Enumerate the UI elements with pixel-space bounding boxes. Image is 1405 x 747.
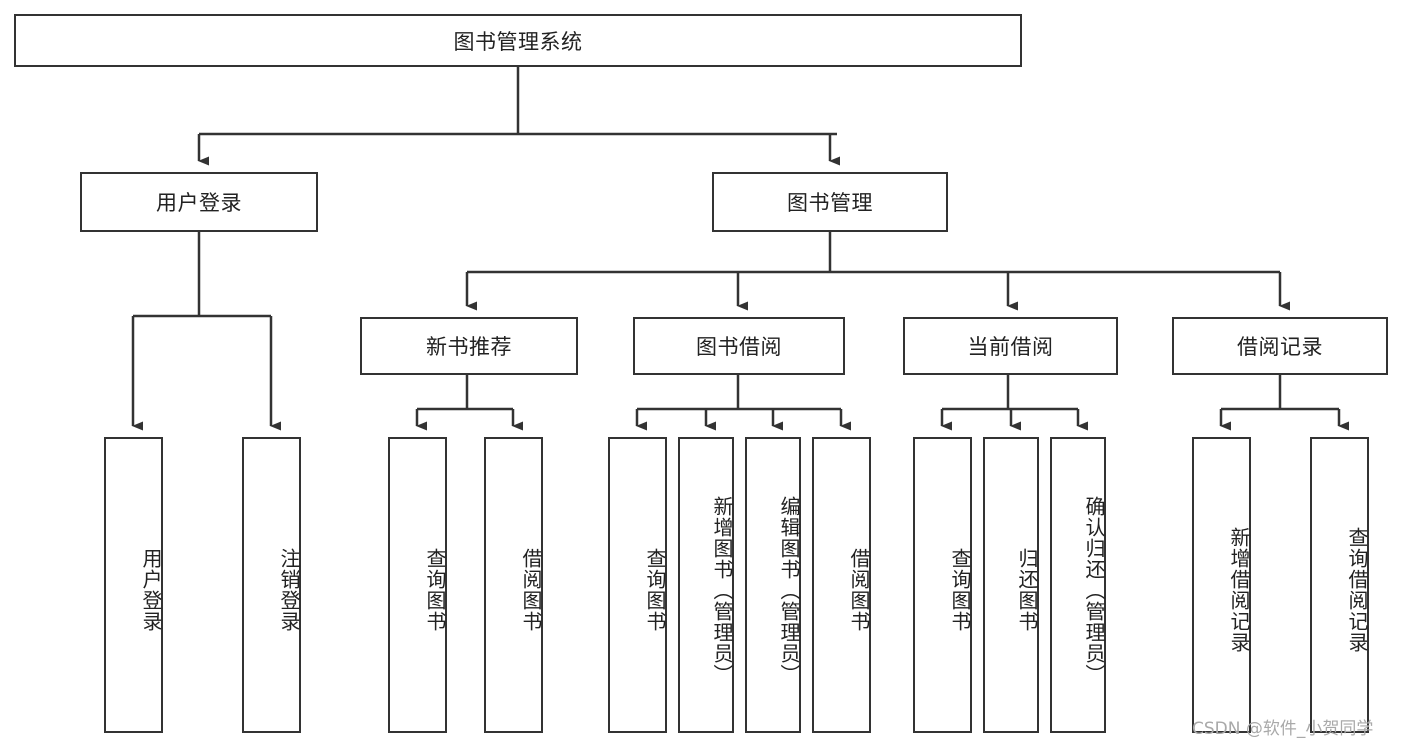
leaf-add-borrow-record-label: 新增借阅记录	[1227, 527, 1251, 653]
leaf-add-book-admin-label: 新增图书（管理员）	[710, 495, 734, 685]
leaf-logout-label: 注销登录	[277, 548, 301, 632]
leaf-logout[interactable]: 注销登录	[242, 437, 301, 733]
node-book-borrow[interactable]: 图书借阅	[633, 317, 845, 375]
leaf-edit-book-admin[interactable]: 编辑图书（管理员）	[745, 437, 801, 733]
leaf-add-borrow-record[interactable]: 新增借阅记录	[1192, 437, 1251, 733]
node-root[interactable]: 图书管理系统	[14, 14, 1022, 67]
leaf-user-login-label: 用户登录	[139, 548, 163, 632]
node-current-borrow-label: 当前借阅	[967, 335, 1054, 359]
leaf-return-book[interactable]: 归还图书	[983, 437, 1039, 733]
csdn-watermark: CSDN @软件_小贺同学	[1192, 719, 1374, 739]
node-current-borrow[interactable]: 当前借阅	[903, 317, 1118, 375]
leaf-confirm-return-admin[interactable]: 确认归还（管理员）	[1050, 437, 1106, 733]
leaf-add-book-admin[interactable]: 新增图书（管理员）	[678, 437, 734, 733]
leaf-query-book-current-label: 查询图书	[948, 548, 972, 632]
leaf-borrow-book-label: 借阅图书	[847, 548, 871, 632]
leaf-query-book-newbook-label: 查询图书	[423, 548, 447, 632]
leaf-return-book-label: 归还图书	[1015, 548, 1039, 632]
leaf-query-borrow-record-label: 查询借阅记录	[1345, 527, 1369, 653]
leaf-borrow-book[interactable]: 借阅图书	[812, 437, 871, 733]
node-borrow-records-label: 借阅记录	[1237, 335, 1323, 359]
leaf-query-borrow-record[interactable]: 查询借阅记录	[1310, 437, 1369, 733]
node-user-login-label: 用户登录	[156, 191, 242, 215]
leaf-confirm-return-admin-label: 确认归还（管理员）	[1082, 495, 1106, 685]
leaf-query-book-current[interactable]: 查询图书	[913, 437, 972, 733]
node-user-login[interactable]: 用户登录	[80, 172, 318, 232]
leaf-borrow-book-newbook-label: 借阅图书	[519, 548, 543, 632]
node-root-label: 图书管理系统	[453, 29, 583, 54]
node-borrow-records[interactable]: 借阅记录	[1172, 317, 1388, 375]
leaf-borrow-book-newbook[interactable]: 借阅图书	[484, 437, 543, 733]
leaf-user-login[interactable]: 用户登录	[104, 437, 163, 733]
node-new-book-recommend-label: 新书推荐	[426, 335, 512, 359]
node-book-management[interactable]: 图书管理	[712, 172, 948, 232]
node-new-book-recommend[interactable]: 新书推荐	[360, 317, 578, 375]
node-book-borrow-label: 图书借阅	[696, 335, 782, 359]
leaf-query-book-borrow-label: 查询图书	[643, 548, 667, 632]
leaf-edit-book-admin-label: 编辑图书（管理员）	[777, 495, 801, 685]
leaf-query-book-borrow[interactable]: 查询图书	[608, 437, 667, 733]
node-book-management-label: 图书管理	[787, 191, 873, 215]
leaf-query-book-newbook[interactable]: 查询图书	[388, 437, 447, 733]
